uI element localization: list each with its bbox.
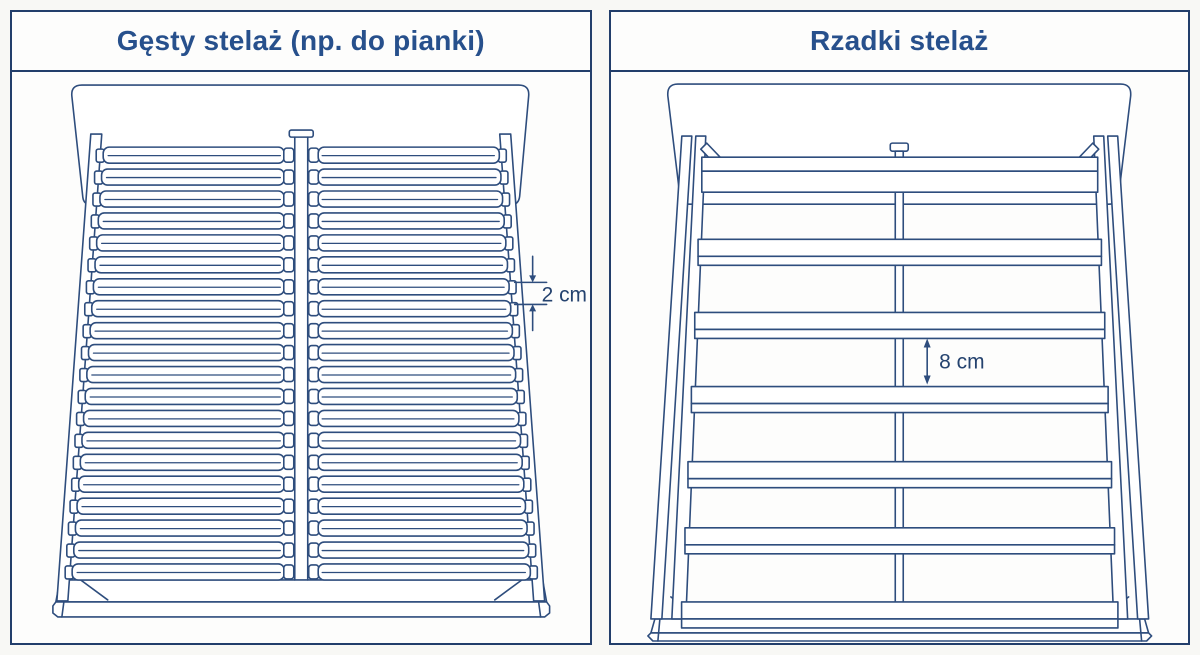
panel-sparse-title: Rzadki stelaż: [810, 25, 989, 56]
gap-size-label: 8 cm: [939, 350, 984, 373]
arrow-up-icon: [923, 338, 931, 348]
panel-dense-title: Gęsty stelaż (np. do pianki): [116, 25, 485, 56]
arrow-down-icon: [923, 375, 931, 385]
panel-sparse-frame: Rzadki stelaż 8 cm: [608, 10, 1190, 645]
panel-sparse-header: Rzadki stelaż: [610, 12, 1188, 72]
slat-boards: [680, 156, 1119, 629]
arrow-up-icon: [529, 304, 537, 312]
arrow-down-icon: [529, 275, 537, 283]
center-spine: [288, 129, 315, 581]
panel-dense-body: 2 cm: [12, 72, 590, 643]
slat-grid: [64, 146, 539, 581]
panel-dense-header: Gęsty stelaż (np. do pianki): [12, 12, 590, 72]
bottom-corner-braces: [77, 577, 526, 601]
gap-annotation: 2 cm: [513, 255, 587, 332]
gap-size-label: 2 cm: [542, 283, 587, 306]
panel-sparse-body: 8 cm: [611, 72, 1189, 643]
side-rails: [56, 133, 546, 602]
dense-slat-frame-illustration: 2 cm: [52, 84, 587, 618]
bottom-rail: [52, 579, 551, 618]
sparse-slat-frame-illustration: 8 cm: [646, 83, 1152, 642]
panel-dense-frame: Gęsty stelaż (np. do pianki) 2 cm: [10, 10, 592, 645]
gap-annotation: 8 cm: [923, 338, 984, 385]
